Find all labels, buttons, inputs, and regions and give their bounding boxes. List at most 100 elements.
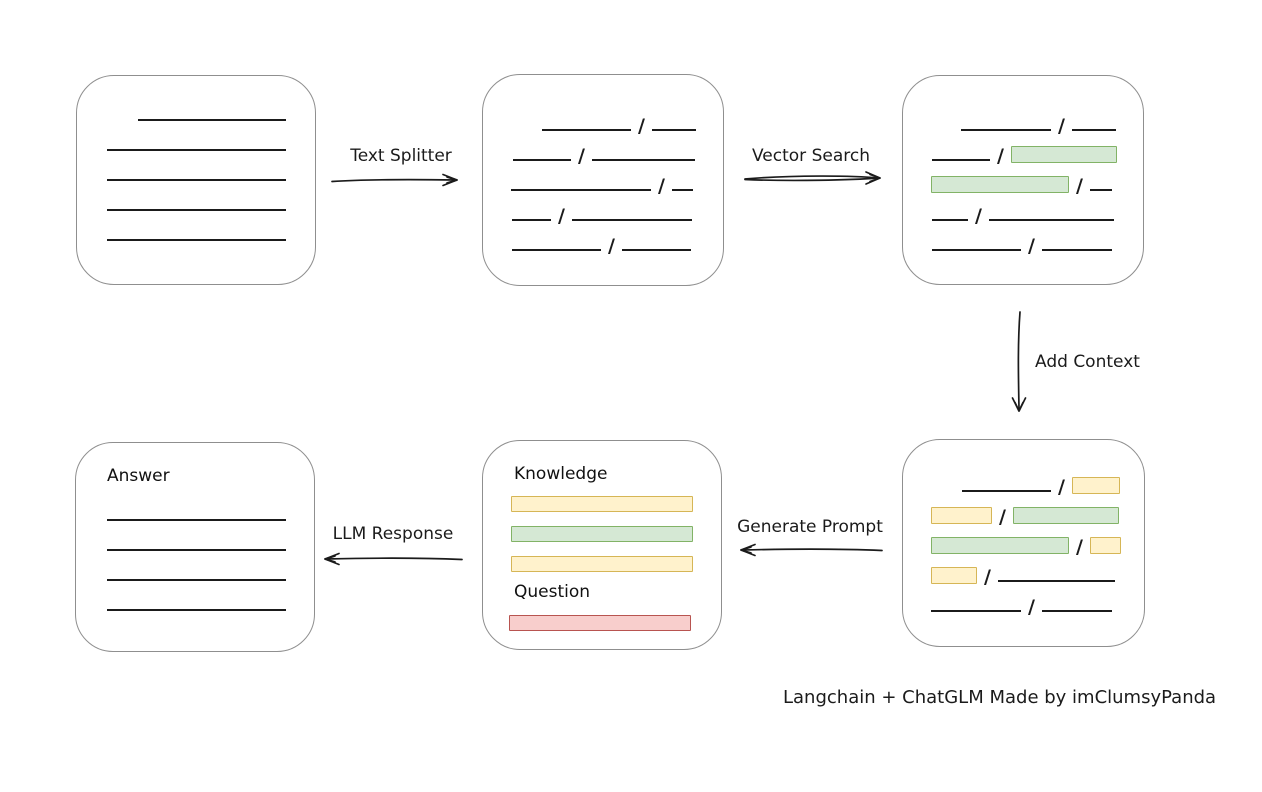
chunk-row: / — [903, 107, 1143, 137]
text-line — [621, 249, 691, 251]
red-bar — [509, 615, 691, 631]
text-splitter-arrow — [331, 173, 458, 187]
generate-prompt-arrow — [740, 543, 883, 557]
chunk-row: / — [903, 227, 1143, 257]
prompt-box: Knowledge Question — [482, 440, 722, 650]
chunk-row: / — [483, 227, 723, 257]
text-line — [961, 129, 1051, 131]
yellow-bar — [511, 496, 693, 512]
text-line — [107, 549, 286, 551]
yellow-highlight-chunk — [931, 567, 977, 584]
prompt-inner: Knowledge Question — [483, 441, 721, 631]
slash-separator: / — [1028, 596, 1035, 618]
text-line — [988, 219, 1114, 221]
text-line-row — [107, 551, 314, 581]
green-highlight-chunk — [931, 176, 1069, 193]
text-line — [932, 219, 968, 221]
credit-text: Langchain + ChatGLM Made by imClumsyPand… — [783, 687, 1217, 708]
vector-matches-box: ///// — [902, 75, 1144, 285]
context-chunk-rows: ///// — [903, 468, 1144, 618]
chunk-row: / — [903, 558, 1144, 588]
slash-separator: / — [997, 145, 1004, 167]
question-title: Question — [514, 582, 591, 602]
text-line — [671, 189, 693, 191]
chunk-row: / — [483, 107, 723, 137]
text-line-row — [107, 491, 314, 521]
chunk-row: / — [903, 197, 1143, 227]
text-line-row — [77, 211, 315, 241]
chunk-row: / — [903, 588, 1144, 618]
text-line — [932, 249, 1021, 251]
knowledge-bars — [511, 496, 721, 572]
text-line-row — [107, 521, 314, 551]
green-bar — [511, 526, 693, 542]
slash-separator: / — [638, 115, 645, 137]
yellow-highlight-chunk — [931, 507, 992, 524]
chunk-row: / — [903, 137, 1143, 167]
slash-separator: / — [1076, 536, 1083, 558]
text-line — [512, 249, 601, 251]
text-line — [107, 179, 286, 181]
answer-lines — [107, 491, 314, 611]
vector-search-arrow — [744, 171, 881, 185]
text-splitter-label: Text Splitter — [350, 146, 452, 166]
text-line-row — [107, 581, 314, 611]
yellow-bar — [511, 556, 693, 572]
text-line — [1089, 189, 1112, 191]
text-line-row — [77, 151, 315, 181]
text-line — [107, 209, 286, 211]
llm-response-arrow — [324, 552, 463, 566]
knowledge-title: Knowledge — [514, 464, 608, 484]
add-context-arrow — [1011, 311, 1027, 412]
text-line — [107, 609, 286, 611]
text-line — [107, 579, 286, 581]
yellow-highlight-chunk — [1071, 477, 1120, 494]
text-line — [651, 129, 696, 131]
chunk-row: / — [903, 468, 1144, 498]
text-line — [513, 159, 571, 161]
slash-separator: / — [578, 145, 585, 167]
slash-separator: / — [999, 506, 1006, 528]
text-line — [512, 219, 551, 221]
text-line — [107, 149, 286, 151]
slash-separator: / — [1058, 476, 1065, 498]
text-line — [542, 129, 631, 131]
text-line — [511, 189, 651, 191]
document-box — [76, 75, 316, 285]
text-line — [962, 490, 1051, 492]
generate-prompt-label: Generate Prompt — [737, 517, 883, 537]
chunk-row: / — [483, 167, 723, 197]
document-lines — [77, 76, 315, 241]
text-line — [107, 239, 286, 241]
text-line — [138, 119, 286, 121]
text-line-row — [77, 91, 315, 121]
chunk-row: / — [903, 498, 1144, 528]
green-highlight-chunk — [1010, 146, 1117, 163]
question-bars — [509, 615, 721, 631]
vector-search-label: Vector Search — [752, 146, 870, 166]
text-line — [1071, 129, 1116, 131]
vector-match-rows: ///// — [903, 107, 1143, 257]
answer-inner: Answer — [76, 443, 314, 611]
llm-response-label: LLM Response — [332, 524, 454, 544]
chunk-row: / — [483, 137, 723, 167]
text-line — [1041, 610, 1112, 612]
text-line-row — [77, 181, 315, 211]
slash-separator: / — [1028, 235, 1035, 257]
green-highlight-chunk — [1012, 507, 1119, 524]
yellow-highlight-chunk — [1089, 537, 1121, 554]
answer-box: Answer — [75, 442, 315, 652]
add-context-label: Add Context — [1035, 352, 1140, 372]
text-line — [1041, 249, 1112, 251]
chunk-row: / — [903, 528, 1144, 558]
slash-separator: / — [608, 235, 615, 257]
context-chunks-box: ///// — [902, 439, 1145, 647]
slash-separator: / — [1076, 175, 1083, 197]
chunks-box: ///// — [482, 74, 724, 286]
text-line — [932, 159, 990, 161]
text-line — [571, 219, 692, 221]
text-line — [997, 580, 1115, 582]
slash-separator: / — [1058, 115, 1065, 137]
chunk-row: / — [483, 197, 723, 227]
